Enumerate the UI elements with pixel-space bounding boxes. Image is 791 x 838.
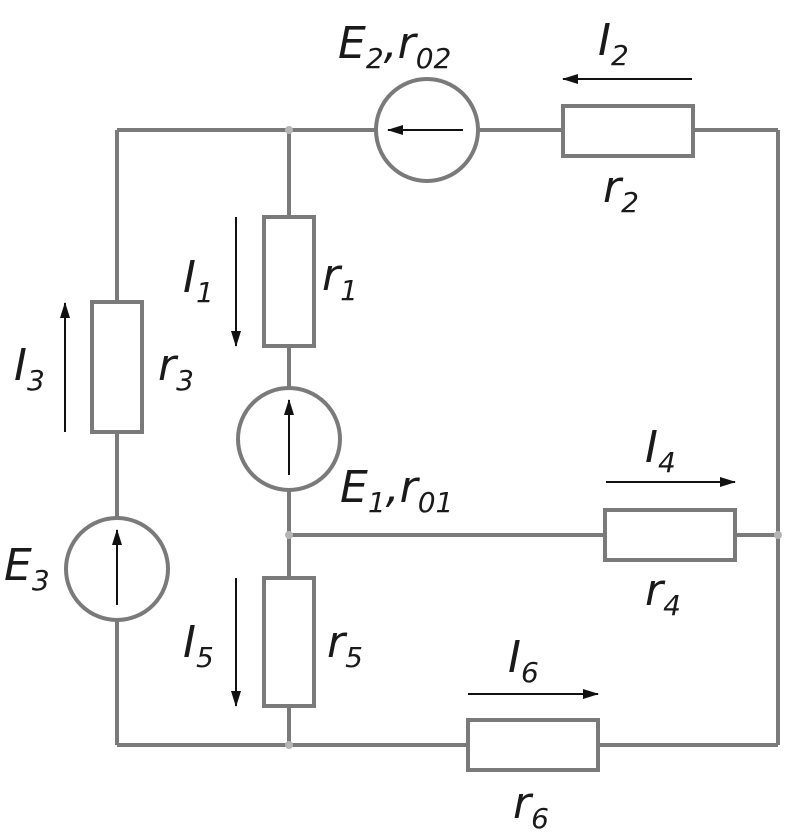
resistor-r3 — [90, 300, 144, 434]
label-r6: r6 — [513, 778, 549, 835]
label-i1: I1 — [183, 252, 214, 309]
label-r4: r4 — [645, 565, 681, 622]
node-bottom — [285, 741, 293, 749]
label-r1: r1 — [322, 250, 358, 307]
label-i6: I6 — [508, 632, 539, 689]
source-e2 — [374, 77, 480, 183]
resistor-r2 — [561, 104, 695, 158]
label-r5: r5 — [327, 617, 363, 674]
wires — [115, 128, 780, 747]
label-i3: I3 — [14, 340, 45, 397]
label-r2: r2 — [603, 162, 639, 219]
label-i2: I2 — [598, 15, 629, 72]
resistor-r6 — [466, 718, 600, 772]
resistor-r1 — [262, 215, 316, 348]
label-e1: E1,r01 — [340, 462, 453, 519]
label-i4: I4 — [645, 422, 676, 479]
label-e3: E3 — [4, 540, 50, 597]
label-r3: r3 — [158, 340, 194, 397]
label-e2: E2,r02 — [338, 18, 451, 75]
source-e1 — [236, 386, 342, 492]
node-top — [285, 126, 293, 134]
node-middle — [285, 531, 293, 539]
resistor-r4 — [603, 508, 737, 562]
source-e3 — [64, 516, 170, 622]
resistor-r5 — [262, 576, 316, 708]
node-right — [774, 531, 782, 539]
label-i5: I5 — [183, 617, 214, 674]
